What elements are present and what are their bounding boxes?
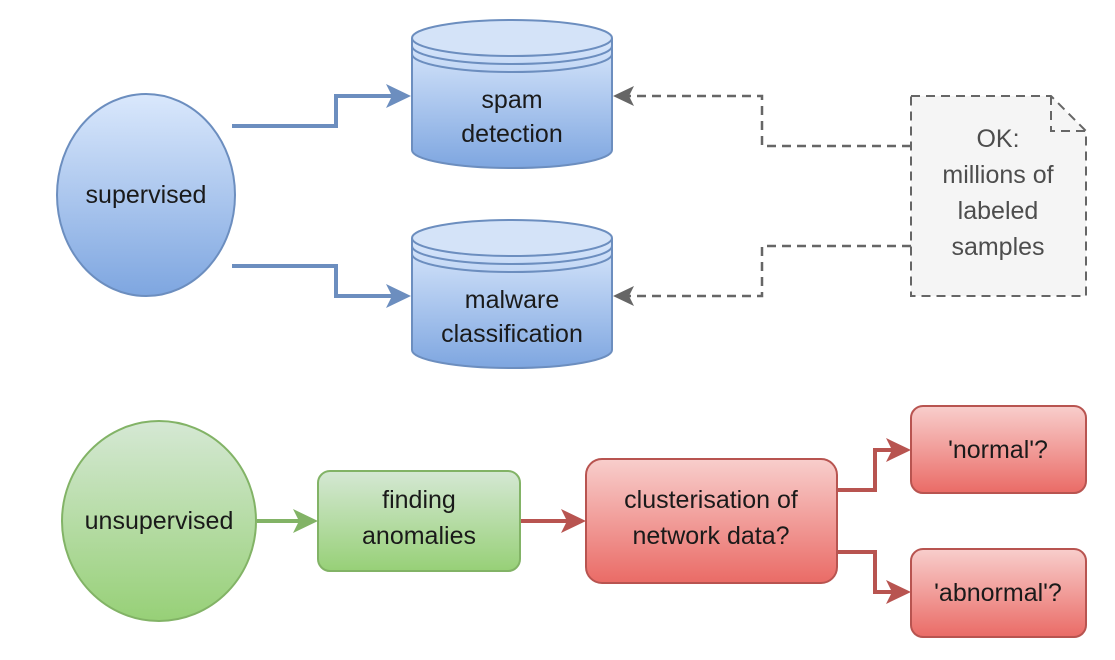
arrowhead-icon [386, 284, 411, 308]
node-malware-classification-line2: classification [441, 320, 583, 348]
node-spam-detection-line1: spam [481, 86, 542, 114]
arrowhead-icon [886, 438, 911, 462]
node-finding-anomalies[interactable]: finding anomalies [317, 470, 521, 572]
arrowhead-icon [886, 580, 911, 604]
edge-clusterisation-to-normal [837, 438, 911, 492]
node-clusterisation-line2: network data? [632, 522, 789, 550]
arrowhead-icon [293, 509, 318, 533]
node-clusterisation-line1: clusterisation of [624, 486, 798, 514]
node-abnormal-label: 'abnormal'? [934, 579, 1062, 607]
node-malware-classification[interactable]: malware classification [411, 219, 613, 369]
node-supervised[interactable]: supervised [56, 93, 236, 297]
node-finding-anomalies-line2: anomalies [362, 522, 476, 550]
note-line4: samples [951, 233, 1044, 261]
node-spam-detection[interactable]: spam detection [411, 19, 613, 169]
edge-finding-to-clusterisation [520, 509, 586, 533]
arrowhead-icon [613, 286, 634, 306]
arrowhead-icon [386, 84, 411, 108]
arrowhead-icon [561, 509, 586, 533]
edge-unsupervised-to-finding [257, 509, 318, 533]
node-spam-detection-line2: detection [461, 120, 562, 148]
note-line2: millions of [942, 161, 1053, 189]
edge-note-to-spam [613, 86, 911, 148]
node-supervised-label: supervised [86, 181, 207, 209]
note-line3: labeled [958, 197, 1039, 225]
node-malware-classification-line1: malware [465, 286, 559, 314]
arrowhead-icon [613, 86, 634, 106]
edge-supervised-to-malware [232, 264, 411, 308]
node-normal-label: 'normal'? [948, 436, 1048, 464]
node-normal[interactable]: 'normal'? [910, 405, 1087, 494]
node-abnormal[interactable]: 'abnormal'? [910, 548, 1087, 638]
edge-clusterisation-to-abnormal [837, 550, 911, 604]
edge-supervised-to-spam [232, 84, 411, 128]
node-clusterisation[interactable]: clusterisation of network data? [585, 458, 838, 584]
note-labeled-samples[interactable]: OK: millions of labeled samples [910, 95, 1087, 297]
edge-note-to-malware [613, 244, 911, 306]
node-unsupervised-label: unsupervised [85, 507, 234, 535]
node-finding-anomalies-line1: finding [382, 486, 456, 514]
node-unsupervised[interactable]: unsupervised [61, 420, 257, 622]
note-line1: OK: [976, 125, 1019, 153]
